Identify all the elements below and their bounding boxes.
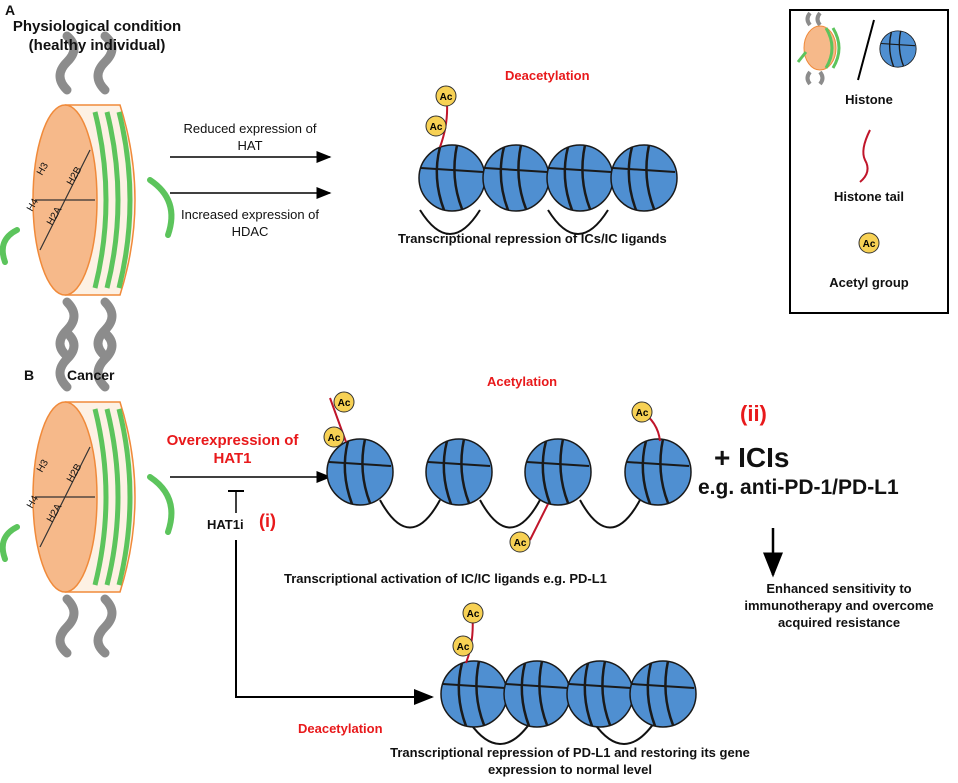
- histone: [417, 143, 487, 213]
- histone: [609, 143, 679, 213]
- linker-dna: [419, 209, 481, 235]
- histone: [523, 437, 593, 507]
- icis-line1: + ICIs: [714, 442, 790, 473]
- svg-text:Ac: Ac: [457, 642, 470, 653]
- panel-a-caption: Transcriptional repression of ICs/IC lig…: [398, 231, 667, 246]
- arrow-to-deacetylation: [235, 540, 434, 705]
- acetyl-group: Ac: [452, 635, 474, 657]
- panel-a-title-line2: (healthy individual): [28, 37, 166, 54]
- svg-text:Ac: Ac: [636, 408, 649, 419]
- histone: [481, 143, 551, 213]
- marker-i: (i): [259, 511, 276, 531]
- panel-b-caption-top: Transcriptional activation of IC/IC liga…: [284, 571, 607, 586]
- panel-b-letter: B: [24, 367, 35, 383]
- legend-divider: [857, 19, 875, 81]
- histone: [623, 437, 693, 507]
- svg-text:Ac: Ac: [514, 538, 527, 549]
- svg-text:Ac: Ac: [430, 122, 443, 133]
- panel-b-caption-bottom-line1: Transcriptional repression of PD-L1 and …: [390, 745, 750, 760]
- histone: [325, 437, 395, 507]
- panel-b-process-bottom: Deacetylation: [298, 721, 383, 736]
- histone: [565, 659, 635, 729]
- panel-a-title-line1: Physiological condition: [12, 18, 182, 35]
- acetyl-group: Ac: [462, 602, 484, 624]
- legend-acetyl-text: Ac: [863, 239, 876, 250]
- histone: [628, 659, 698, 729]
- histone: [502, 659, 572, 729]
- svg-text:Ac: Ac: [338, 398, 351, 409]
- legend-tail-icon: [859, 129, 871, 183]
- legend-nucleosome-icon: [796, 11, 841, 86]
- legend-acetyl-icon: Ac: [858, 232, 880, 254]
- arrow1-text-line1: Reduced expression of: [183, 121, 317, 136]
- legend-histone-icon: [879, 30, 917, 68]
- histone: [545, 143, 615, 213]
- linker-dna: [379, 499, 441, 529]
- panel-a-letter: A: [5, 2, 16, 18]
- acetyl-group: Ac: [509, 531, 531, 553]
- legend-acetyl-label: Acetyl group: [829, 275, 909, 290]
- outcome-line1: Enhanced sensitivity to: [766, 581, 912, 596]
- linker-dna: [479, 499, 541, 529]
- legend-histone-label: Histone: [845, 92, 893, 107]
- acetyl-group: Ac: [333, 391, 355, 413]
- overexpression-line1: Overexpression of: [166, 432, 299, 449]
- marker-ii: (ii): [740, 401, 767, 426]
- acetyl-group: Ac: [323, 426, 345, 448]
- acetyl-group: Ac: [435, 85, 457, 107]
- outcome-line3: acquired resistance: [777, 615, 901, 630]
- linker-dna: [579, 499, 641, 529]
- panel-b-title: Cancer: [67, 367, 115, 383]
- arrow1-text-line2: HAT: [237, 138, 263, 153]
- arrow2-text-line2: HDAC: [231, 224, 269, 239]
- histone: [424, 437, 494, 507]
- overexpression-line2: HAT1: [213, 450, 252, 467]
- acetyl-group: Ac: [631, 401, 653, 423]
- outcome-line2: immunotherapy and overcome: [744, 598, 934, 613]
- panel-b-caption-bottom-line2: expression to normal level: [487, 762, 652, 777]
- legend-tail-label: Histone tail: [833, 189, 905, 204]
- panel-b-process-top: Acetylation: [487, 374, 558, 389]
- linker-dna: [469, 722, 531, 745]
- inhibitor-label: HAT1i: [207, 517, 244, 532]
- linker-dna: [547, 209, 609, 235]
- icis-line2: e.g. anti-PD-1/PD-L1: [698, 476, 899, 499]
- arrow2-text-line1: Increased expression of: [180, 207, 320, 222]
- svg-text:Ac: Ac: [440, 92, 453, 103]
- svg-text:Ac: Ac: [328, 433, 341, 444]
- svg-text:Ac: Ac: [467, 609, 480, 620]
- histone-tail: [529, 503, 549, 541]
- nucleosome-illustration-a: [3, 36, 172, 356]
- linker-dna: [593, 722, 655, 745]
- histone-tail: [329, 397, 347, 443]
- panel-a-process-label: Deacetylation: [505, 68, 590, 83]
- acetyl-group: Ac: [425, 115, 447, 137]
- histone: [439, 659, 509, 729]
